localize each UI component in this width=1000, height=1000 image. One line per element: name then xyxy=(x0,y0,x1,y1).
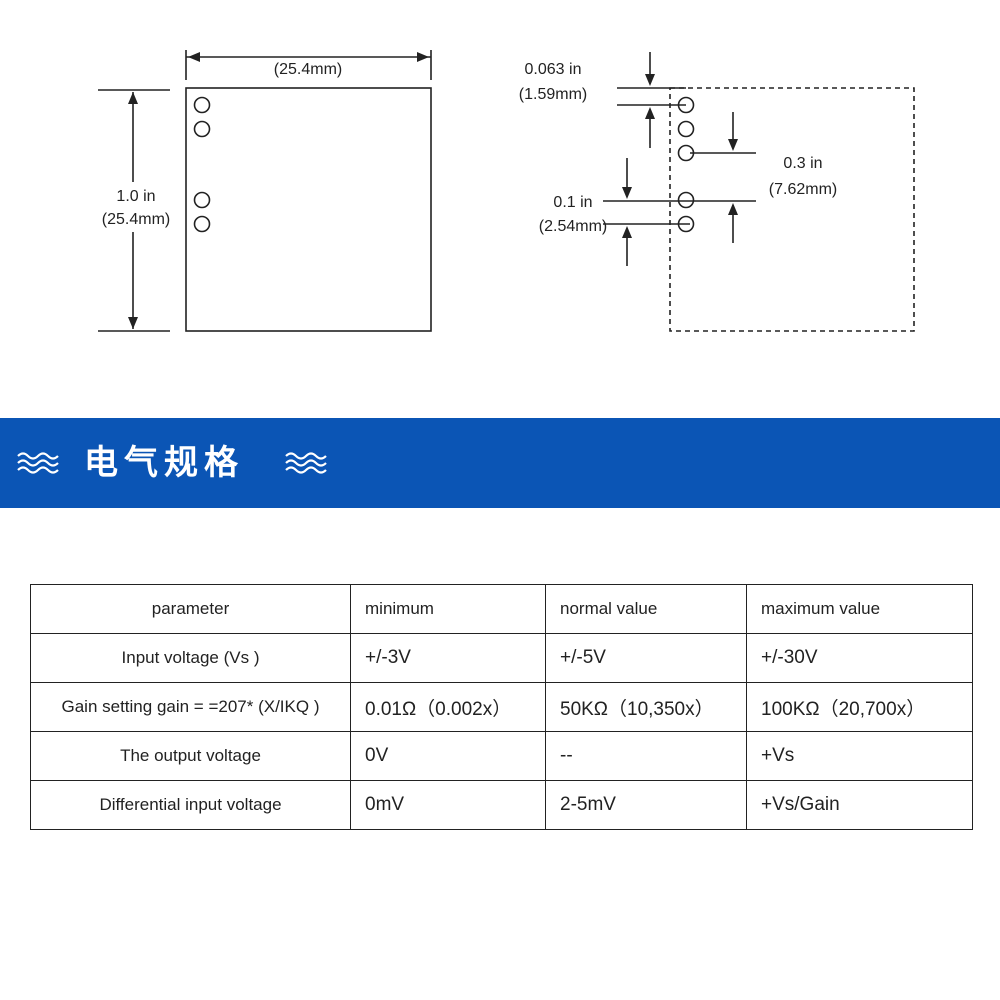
arrow-down-icon xyxy=(728,139,738,151)
row-maximum: +/-30V xyxy=(746,633,973,683)
header-parameter: parameter xyxy=(30,584,351,634)
table-row: Differential input voltage 0mV 2-5mV +Vs… xyxy=(30,780,973,830)
pin-pitch-label-in: 0.1 in xyxy=(553,194,592,211)
row-parameter: Input voltage (Vs ) xyxy=(30,633,351,683)
waves-icon xyxy=(284,450,328,476)
height-label-in: 1.0 in xyxy=(116,188,155,205)
table-row: Input voltage (Vs ) +/-3V +/-5V +/-30V xyxy=(30,633,973,683)
width-label: (25.4mm) xyxy=(274,61,342,78)
pin-hole xyxy=(677,120,695,138)
row-minimum: 0.01Ω（0.002x） xyxy=(350,682,546,732)
header-maximum-value: maximum value xyxy=(746,584,973,634)
module-footprint-dashed xyxy=(669,87,915,332)
edge-offset-label-mm: (1.59mm) xyxy=(519,86,587,103)
pin-hole xyxy=(193,215,211,233)
pin-hole xyxy=(677,191,695,209)
row-normal: 2-5mV xyxy=(545,780,747,830)
row-minimum: 0mV xyxy=(350,780,546,830)
pin-hole xyxy=(193,96,211,114)
table-header-row: parameter minimum normal value maximum v… xyxy=(30,584,973,634)
row-minimum: +/-3V xyxy=(350,633,546,683)
module-outline xyxy=(185,87,432,332)
header-normal-value: normal value xyxy=(545,584,747,634)
pin-hole xyxy=(193,120,211,138)
arrow-up-icon xyxy=(645,107,655,119)
waves-icon xyxy=(16,450,60,476)
pin-pitch-label-mm: (2.54mm) xyxy=(539,218,607,235)
arrow-down-icon xyxy=(645,74,655,86)
row-maximum: 100KΩ（20,700x） xyxy=(746,682,973,732)
edge-offset-label-in: 0.063 in xyxy=(525,61,582,78)
electrical-spec-table: parameter minimum normal value maximum v… xyxy=(30,584,973,830)
row-parameter: Differential input voltage xyxy=(30,780,351,830)
group-spacing-label-mm: (7.62mm) xyxy=(769,181,837,198)
section-title: 电气规格 xyxy=(84,443,244,483)
table-row: Gain setting gain = =207* (X/IKQ ) 0.01Ω… xyxy=(30,682,973,732)
arrow-right-icon xyxy=(417,52,429,62)
arrow-up-icon xyxy=(728,203,738,215)
dimension-drawing: (25.4mm) 1.0 in (25.4mm) 0.063 in (1.59m… xyxy=(98,50,915,332)
row-maximum: +Vs xyxy=(746,731,973,781)
section-banner: 电气规格 xyxy=(0,418,1000,508)
row-normal: 50KΩ（10,350x） xyxy=(545,682,747,732)
row-parameter: The output voltage xyxy=(30,731,351,781)
arrow-up-icon xyxy=(622,226,632,238)
row-parameter: Gain setting gain = =207* (X/IKQ ) xyxy=(30,682,351,732)
table-row: The output voltage 0V -- +Vs xyxy=(30,731,973,781)
arrow-up-icon xyxy=(128,92,138,104)
group-spacing-label-in: 0.3 in xyxy=(783,155,822,172)
height-label-mm: (25.4mm) xyxy=(102,211,170,228)
pin-hole xyxy=(193,191,211,209)
arrow-down-icon xyxy=(622,187,632,199)
header-minimum: minimum xyxy=(350,584,546,634)
row-maximum: +Vs/Gain xyxy=(746,780,973,830)
arrow-left-icon xyxy=(188,52,200,62)
row-minimum: 0V xyxy=(350,731,546,781)
row-normal: -- xyxy=(545,731,747,781)
row-normal: +/-5V xyxy=(545,633,747,683)
arrow-down-icon xyxy=(128,317,138,329)
